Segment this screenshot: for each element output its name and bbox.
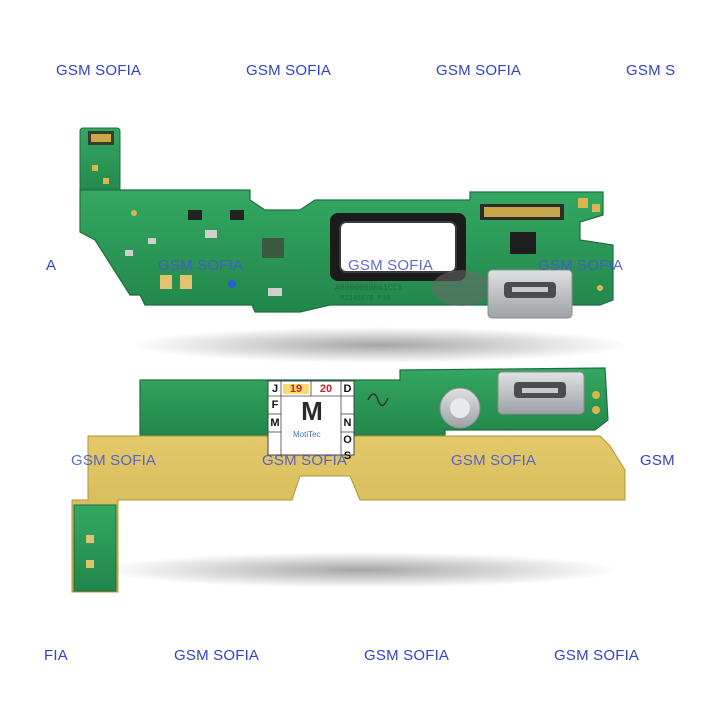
watermark: GSM SOFIA — [262, 452, 348, 469]
sticker-cell-19: 19 — [289, 383, 303, 395]
watermark: GSM — [640, 452, 675, 469]
bottom-board-flex — [71, 435, 626, 593]
bottom-board-tab — [73, 504, 117, 592]
sticker-cell-f: F — [271, 399, 279, 411]
watermark: GSM SOFIA — [451, 452, 537, 469]
sticker-cell-20: 20 — [319, 383, 333, 395]
watermark: GSM SOFIA — [71, 452, 157, 469]
sticker-cell-j: J — [271, 383, 279, 395]
top-board-shadow — [130, 327, 630, 363]
watermark: GSM SOFIA — [158, 257, 244, 274]
watermark: GSM S — [626, 62, 676, 79]
watermark: FIA — [44, 647, 68, 664]
bottom-board-shadow — [100, 552, 620, 588]
watermark: GSM SOFIA — [174, 647, 260, 664]
sticker-cell-m: M — [270, 417, 280, 429]
watermark: GSM SOFIA — [538, 257, 624, 274]
watermark: GSM SOFIA — [364, 647, 450, 664]
watermark: A — [46, 257, 57, 274]
sticker-logo: M — [301, 396, 323, 426]
watermark: GSM SOFIA — [436, 62, 522, 79]
sticker-brand: MotiTec — [293, 430, 321, 439]
svg-text:A0000000001CC1: A0000000001CC1 — [335, 284, 402, 293]
watermark: GSM SOFIA — [554, 647, 640, 664]
watermark: GSM SOFIA — [348, 257, 434, 274]
top-pcb-board: A0000000001CC1 M2345678 P10 — [79, 127, 614, 319]
sticker-cell-d: D — [343, 383, 352, 395]
svg-text:M2345678 P10: M2345678 P10 — [340, 295, 390, 303]
watermark: GSM SOFIA — [246, 62, 332, 79]
sticker-cell-o: O — [343, 434, 352, 446]
sticker-cell-s: S — [343, 450, 352, 462]
bottom-pcb-board — [71, 367, 626, 593]
sticker-cell-n: N — [343, 417, 352, 429]
top-board-ic — [510, 232, 536, 254]
watermark: GSM SOFIA — [56, 62, 142, 79]
